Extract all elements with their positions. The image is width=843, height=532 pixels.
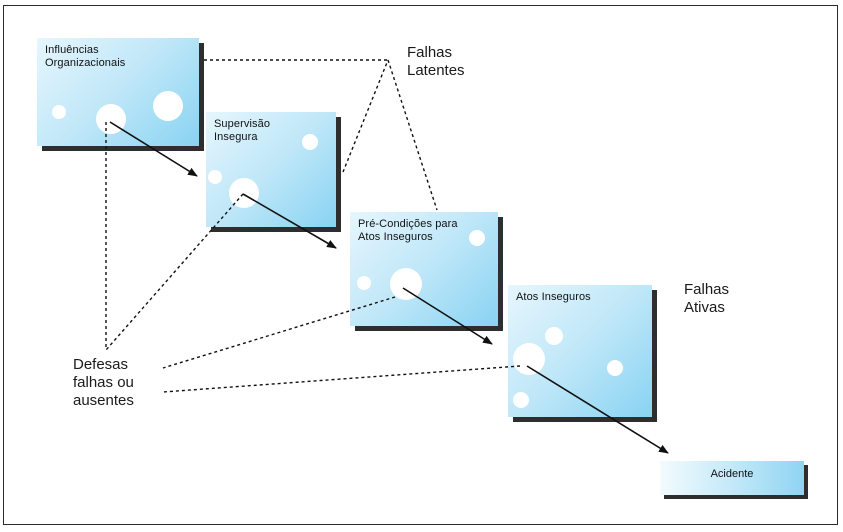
layer-influencias-organizacionais: Influências Organizacionais (37, 38, 199, 146)
layer-label: Influências Organizacionais (45, 44, 126, 69)
trajectory-arrow-4 (526, 365, 669, 454)
defense-line-precondicoes (162, 296, 396, 369)
accident-box: Acidente (660, 461, 804, 495)
hole (390, 268, 422, 300)
falhas-ativas-label: Falhas Ativas (684, 281, 730, 316)
layer-label: Supervisão Insegura (214, 118, 271, 143)
layer-label: Pré-Condições para Atos Inseguros (358, 218, 458, 243)
layer-atos-inseguros: Atos Inseguros (508, 285, 652, 417)
hole (208, 170, 222, 184)
hole (513, 392, 529, 408)
accident-label: Acidente (710, 468, 754, 480)
latent-line-precondicoes (387, 59, 438, 211)
falhas-latentes-label: Falhas Latentes (407, 44, 465, 79)
layer-pre-condicoes-atos-inseguros: Pré-Condições para Atos Inseguros (350, 212, 498, 326)
trajectory-arrow-1 (109, 121, 198, 177)
hole (357, 276, 371, 290)
defesas-falhas-ausentes-label: Defesas falhas ou ausentes (73, 356, 134, 409)
hole (607, 360, 623, 376)
hole (469, 230, 485, 246)
hole (153, 91, 183, 121)
hole (513, 343, 545, 375)
hole (545, 327, 563, 345)
trajectory-arrow-2 (242, 193, 337, 249)
hole (302, 134, 318, 150)
trajectory-arrow-3 (402, 287, 493, 345)
hole (229, 178, 259, 208)
layer-label: Atos Inseguros (516, 291, 591, 303)
latent-line-supervisao (342, 59, 389, 173)
defense-line-supervisao (105, 193, 244, 351)
layer-supervisao-insegura: Supervisão Insegura (206, 112, 336, 227)
hole (52, 105, 66, 119)
defense-line-atos (162, 365, 521, 393)
